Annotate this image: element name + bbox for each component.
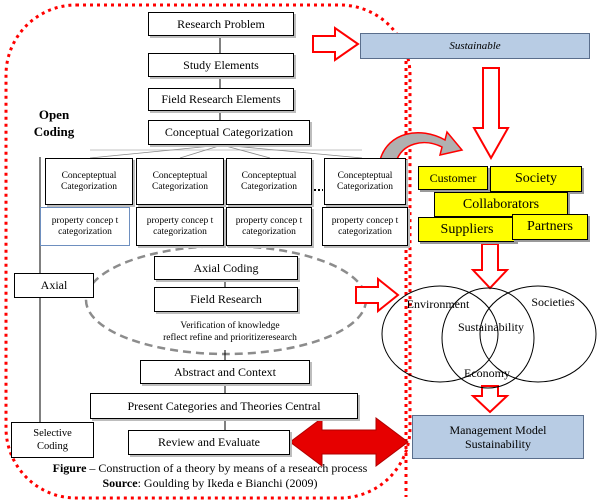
property-concept-box-4: property concep t categorization xyxy=(322,207,408,246)
venn-circle-economy xyxy=(441,287,535,389)
open-coding-line2: Coding xyxy=(33,124,75,139)
fan-line xyxy=(221,144,363,159)
property-concept-box-1: property concep t categorization xyxy=(40,207,130,246)
selective-coding-line1: Selective xyxy=(33,428,72,439)
verification-line1: Verification of knowledge xyxy=(180,321,280,331)
review-evaluate-box: Review and Evaluate xyxy=(128,430,290,455)
concept-categorization-box-3: Concepteptual Categorization xyxy=(226,158,312,205)
axial-coding-box: Axial Coding xyxy=(154,256,298,280)
figure-caption: Figure – Construction of a theory by mea… xyxy=(40,461,380,491)
property-concept-box-2: property concep t categorization xyxy=(136,207,224,246)
study-elements-box: Study Elements xyxy=(148,53,294,77)
societies-label: Societies xyxy=(531,295,575,309)
abstract-context-box: Abstract and Context xyxy=(140,360,310,384)
source-text: : Goulding by Ikeda e Bianchi (2009) xyxy=(137,476,318,490)
open-coding-label: Open Coding xyxy=(14,106,94,140)
concept-categorization-box-1: Concepteptual Categorization xyxy=(45,158,133,205)
arrow-down-outline xyxy=(470,385,510,414)
concept-categorization-box-4: Concepteptual Categorization xyxy=(324,158,406,205)
economy-label: Economy xyxy=(464,366,510,380)
figure-caption-line1: Figure – Construction of a theory by mea… xyxy=(40,461,380,476)
venn-circle-environment xyxy=(381,285,499,383)
field-research-elements-box: Field Research Elements xyxy=(148,88,294,111)
sustainability-label: Sustainability xyxy=(458,320,524,334)
figure-caption-label: Figure xyxy=(52,461,87,475)
double-arrow-solid xyxy=(289,417,409,467)
sustainable-box: Sustainable xyxy=(360,33,590,59)
selective-coding-box: Selective Coding xyxy=(11,422,94,458)
source-label: Source xyxy=(102,476,138,490)
curved-gray-arrow xyxy=(379,130,464,163)
fan-line xyxy=(179,144,223,159)
concept-categorization-box-2: Concepteptual Categorization xyxy=(136,158,224,205)
property-concept-box-3: property concep t categorization xyxy=(226,207,312,246)
verification-line2: reflect refine and prioritizeresearch xyxy=(163,333,297,343)
collaborators-box: Collaborators xyxy=(434,192,568,217)
management-model-line2: Sustainability xyxy=(465,437,531,451)
fan-line xyxy=(89,144,223,159)
selective-coding-line2: Coding xyxy=(37,441,68,452)
verification-text: Verification of knowledge reflect refine… xyxy=(130,320,330,344)
open-coding-line1: Open xyxy=(38,107,70,122)
research-problem-box: Research Problem xyxy=(148,12,294,36)
figure-caption-line2: Source: Goulding by Ikeda e Bianchi (200… xyxy=(40,476,380,491)
arrow-right-outline xyxy=(312,26,360,62)
red-dotted-frame xyxy=(4,3,412,500)
arrow-right-outline xyxy=(355,276,400,314)
arrow-down-outline xyxy=(470,243,510,290)
management-model-box: Management Model Sustainability xyxy=(412,415,584,459)
environment-label: Environment xyxy=(406,297,470,311)
axial-label-box: Axial xyxy=(14,273,94,298)
present-categories-box: Present Categories and Theories Central xyxy=(90,393,358,419)
figure-caption-text: – Construction of a theory by means of a… xyxy=(86,461,368,475)
conceptual-categorization-box: Conceptual Categorization xyxy=(148,120,310,145)
customer-box: Customer xyxy=(418,166,488,190)
suppliers-box: Suppliers xyxy=(418,217,516,242)
partners-box: Partners xyxy=(512,214,588,240)
fan-line xyxy=(221,144,271,159)
venn-circle-societies xyxy=(479,285,597,383)
field-research-box: Field Research xyxy=(154,287,298,312)
management-model-line1: Management Model xyxy=(449,423,547,437)
society-box: Society xyxy=(490,166,582,192)
arrow-down-outline xyxy=(472,67,510,161)
